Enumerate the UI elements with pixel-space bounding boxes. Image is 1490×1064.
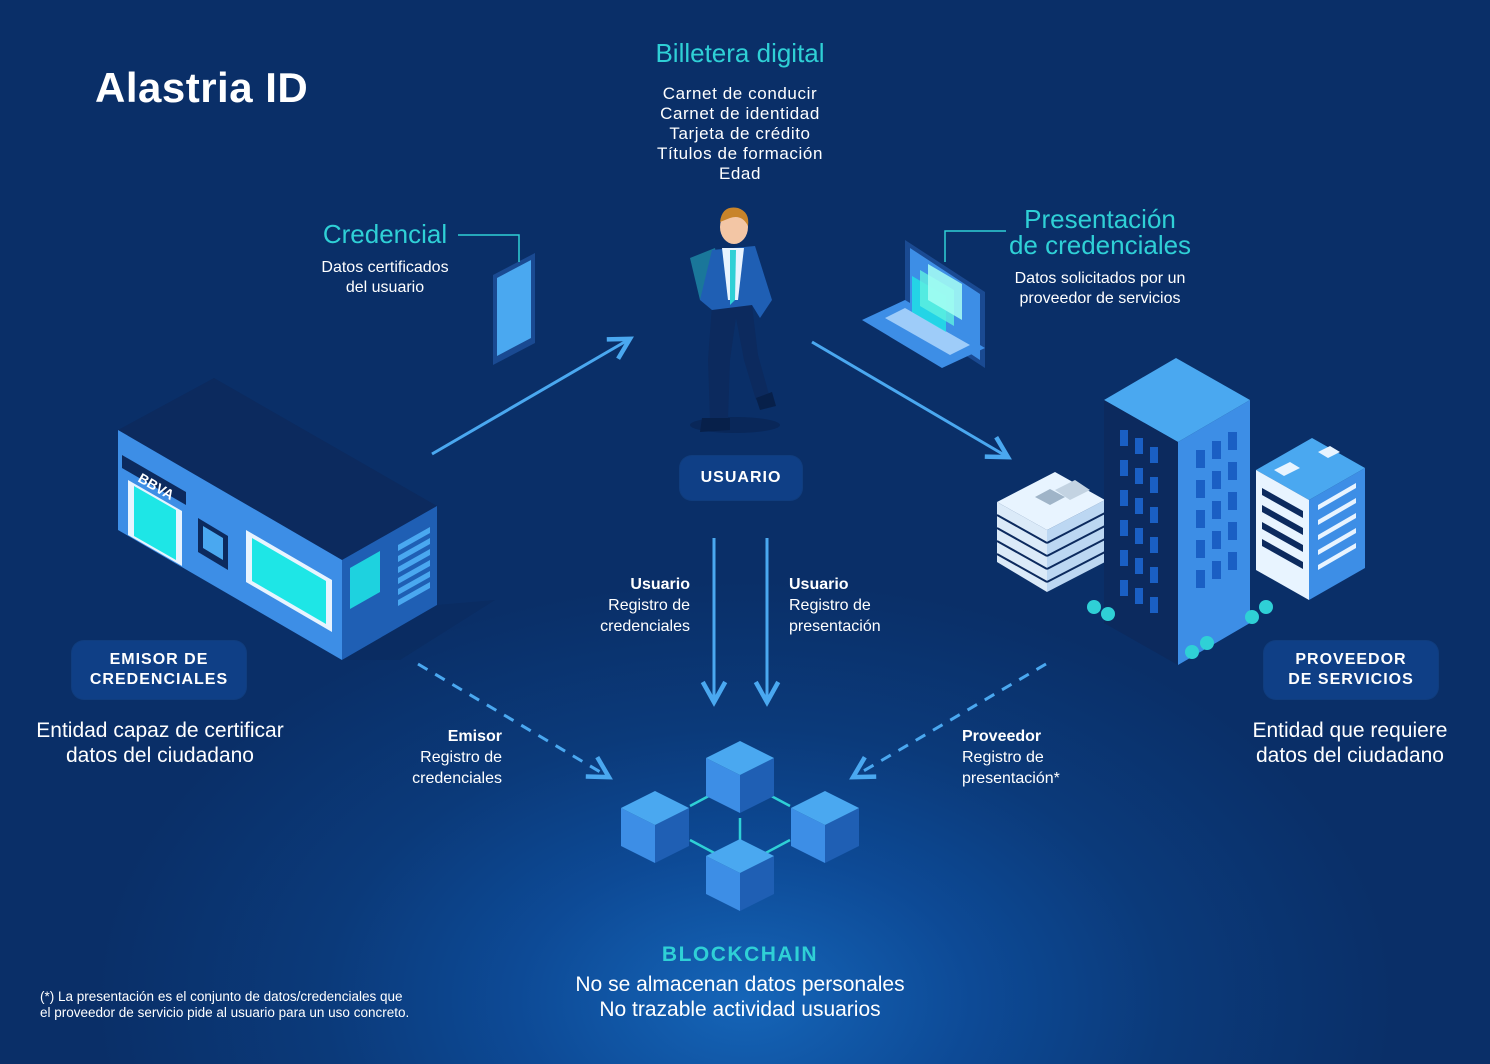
provider-pill-line: PROVEEDOR <box>1295 651 1407 668</box>
label-user-registry-presentation: Usuario Registro de presentación <box>789 574 939 637</box>
blockchain-description: No se almacenan datos personales No traz… <box>540 972 940 1022</box>
wallet-items: Carnet de conducir Carnet de identidad T… <box>590 84 890 184</box>
issuer-description: Entidad capaz de certificar datos del ci… <box>20 718 300 768</box>
provider-buildings-icon <box>996 358 1365 665</box>
user-person-icon <box>690 207 780 433</box>
page-title: Alastria ID <box>95 64 309 111</box>
laptop-icon <box>862 230 1006 368</box>
wallet-item: Carnet de identidad <box>660 104 820 123</box>
user-pill: USUARIO <box>680 456 802 500</box>
wallet-item: Carnet de conducir <box>662 84 818 103</box>
provider-pill: PROVEEDOR DE SERVICIOS <box>1264 641 1438 699</box>
provider-desc-line: datos del ciudadano <box>1256 744 1444 767</box>
arrow-user-to-provider <box>811 340 1006 456</box>
label-provider-registry: Proveedor Registro de presentación* <box>962 726 1112 789</box>
presentation-heading-line: Presentación <box>1024 204 1176 234</box>
wallet-item: Títulos de formación <box>656 144 823 163</box>
provider-desc-line: Entidad que requiere <box>1252 719 1448 742</box>
blockchain-desc-line: No se almacenan datos personales <box>575 973 905 996</box>
provider-pill-line: DE SERVICIOS <box>1288 671 1414 688</box>
label-line: presentación <box>789 618 881 635</box>
tablet-icon <box>458 234 535 365</box>
solid-arrows <box>431 340 1006 700</box>
arrow-issuer-to-user <box>431 340 628 456</box>
issuer-desc-line: Entidad capaz de certificar <box>36 719 284 742</box>
label-issuer-registry: Emisor Registro de credenciales <box>380 726 502 789</box>
label-line: Registro de <box>789 597 871 614</box>
block-cube-icon <box>706 741 774 813</box>
label-line: Registro de <box>962 749 1044 766</box>
dashed-arrows <box>417 662 1047 776</box>
blockchain-heading: BLOCKCHAIN <box>661 943 819 966</box>
blockchain-desc-line: No trazable actividad usuarios <box>599 998 881 1021</box>
issuer-pill: EMISOR DE CREDENCIALES <box>72 641 246 699</box>
arrow-issuer-to-blockchain <box>417 662 607 776</box>
footnote-line: el proveedor de servicio pide al usuario… <box>40 1005 410 1020</box>
footnote-line: (*) La presentación es el conjunto de da… <box>40 989 403 1004</box>
issuer-pill-line: EMISOR DE <box>109 651 209 668</box>
credential-desc-line: del usuario <box>345 279 425 296</box>
presentation-heading-line: de credenciales <box>1008 230 1192 260</box>
label-title: Usuario <box>630 576 690 593</box>
label-line: Registro de <box>420 749 502 766</box>
wallet-item: Tarjeta de crédito <box>669 124 811 143</box>
block-cube-icon <box>791 791 859 863</box>
wallet-heading: Billetera digital <box>655 38 825 68</box>
label-line: presentación* <box>962 770 1060 787</box>
issuer-pill-line: CREDENCIALES <box>89 671 229 688</box>
blockchain-icon <box>621 741 859 911</box>
presentation-desc-line: proveedor de servicios <box>1019 290 1181 307</box>
presentation-desc-line: Datos solicitados por un <box>1014 270 1186 287</box>
arrow-provider-to-blockchain <box>855 662 1047 776</box>
footnote: (*) La presentación es el conjunto de da… <box>40 989 470 1021</box>
label-line: credenciales <box>600 618 690 635</box>
credential-description: Datos certificados del usuario <box>285 258 485 298</box>
issuer-desc-line: datos del ciudadano <box>66 744 254 767</box>
label-user-registry-credentials: Usuario Registro de credenciales <box>560 574 690 637</box>
label-title: Proveedor <box>962 728 1042 745</box>
credential-heading: Credencial <box>322 219 448 249</box>
label-title: Usuario <box>789 576 849 593</box>
label-line: credenciales <box>412 770 502 787</box>
provider-description: Entidad que requiere datos del ciudadano <box>1220 718 1480 768</box>
block-cube-icon <box>621 791 689 863</box>
block-cube-icon <box>706 839 774 911</box>
label-title: Emisor <box>447 728 502 745</box>
credential-desc-line: Datos certificados <box>321 259 449 276</box>
issuer-building-icon: BBVA <box>118 378 495 660</box>
presentation-heading: Presentación de credenciales <box>990 206 1210 258</box>
presentation-description: Datos solicitados por un proveedor de se… <box>975 269 1225 309</box>
wallet-item: Edad <box>718 164 762 183</box>
label-line: Registro de <box>608 597 690 614</box>
